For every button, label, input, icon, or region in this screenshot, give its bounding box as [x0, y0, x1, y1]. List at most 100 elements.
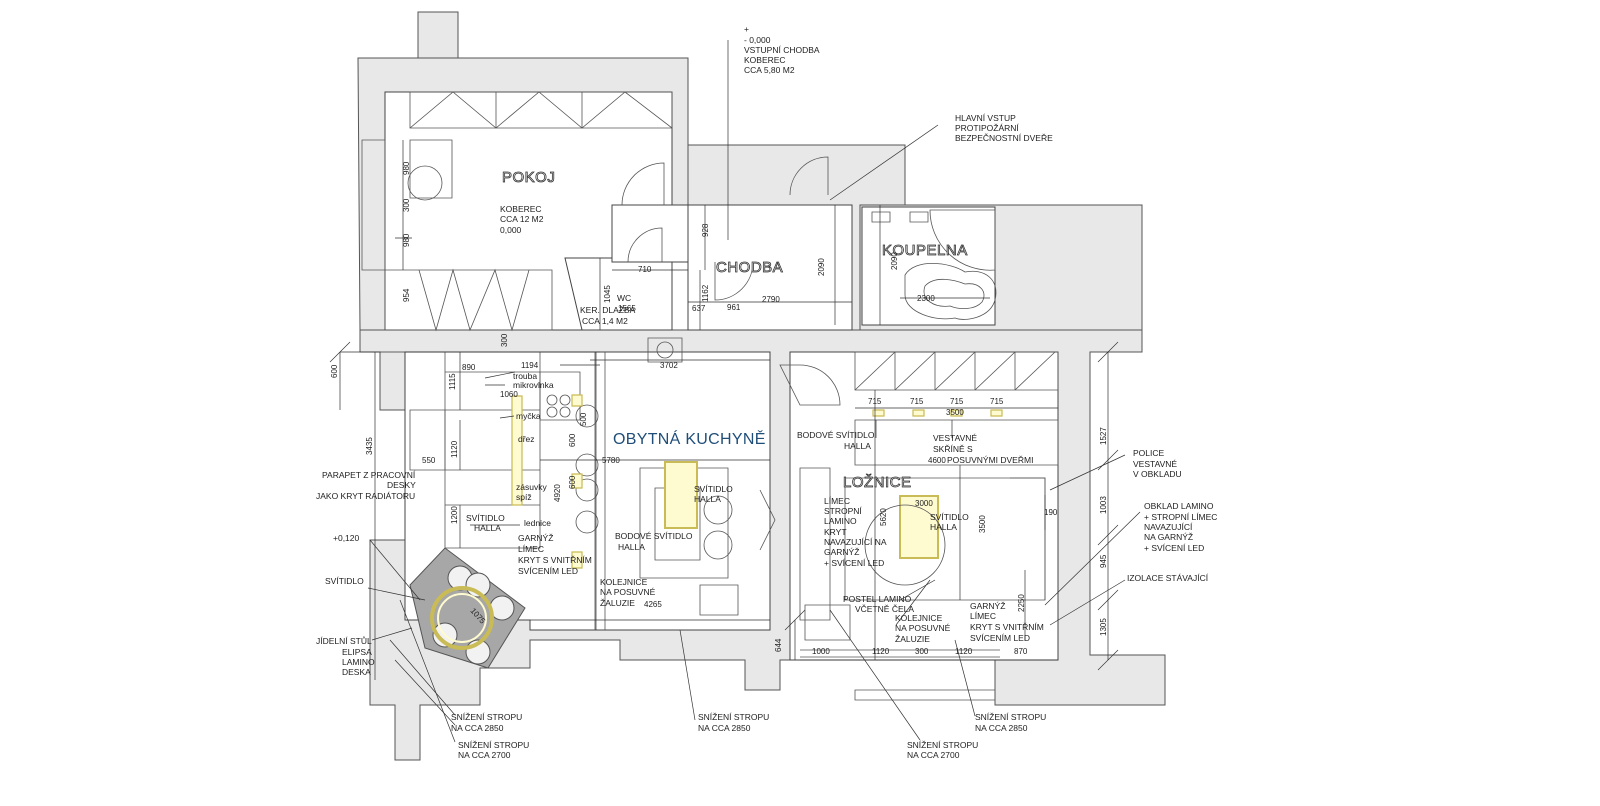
- dim-928: 928: [701, 223, 710, 237]
- bedroom-furniture: [799, 351, 1059, 701]
- dim-1565: 1565: [618, 304, 636, 313]
- note-svitidlo: SVÍTIDLO: [325, 576, 364, 586]
- dim-980b: 980: [402, 233, 411, 247]
- dim-300c: 300: [915, 647, 929, 656]
- dining-table: [409, 547, 526, 669]
- dim-715b: 715: [910, 397, 924, 406]
- dim-4600: 4600: [928, 456, 946, 465]
- dim-945: 945: [1099, 554, 1108, 568]
- note-svitidlo-halla-1: SVÍTIDLO HALLA: [466, 513, 507, 533]
- note-hlavni-vstup: HLAVNÍ VSTUP PROTIPOŽÁRNÍ BEZPEČNOSTNÍ D…: [955, 113, 1053, 143]
- note-wc: WC KER. DLAŽBA CCA 1,4 M2: [580, 293, 637, 326]
- dim-3500a: 3500: [946, 408, 964, 417]
- note-snizeni-1: SNÍŽENÍ STROPU NA CCA 2850: [451, 712, 525, 733]
- note-vstupni-chodba: + - 0,000 VSTUPNÍ CHODBA KOBEREC CCA 5,8…: [744, 24, 821, 75]
- note-police: POLICE VESTAVNÉ V OBKLADU: [1133, 448, 1182, 479]
- dim-1060: 1060: [500, 390, 518, 399]
- dim-600b: 600: [568, 433, 577, 447]
- note-vestavne-skrine: VESTAVNÉ SKŘÍNĚ S POSUVNÝMI DVEŘMI: [933, 433, 1033, 465]
- dim-644: 644: [774, 638, 783, 652]
- dim-1115: 1115: [448, 373, 457, 390]
- dim-2090b: 2090: [890, 252, 899, 270]
- note-zasuvky: zásuvky: [516, 482, 547, 492]
- note-snizeni-3: SNÍŽENÍ STROPU NA CCA 2850: [698, 712, 772, 733]
- dim-715c: 715: [950, 397, 964, 406]
- dim-1305: 1305: [1099, 618, 1108, 636]
- dim-600: 600: [330, 364, 339, 378]
- note-garnyz-1: GARNÝŽ LÍMEC KRYT S VNITŘNÍM SVÍCENÍM LE…: [518, 533, 594, 576]
- note-kolejnice-2: KOLEJNICE NA POSUVNÉ ŽALUZIE: [895, 613, 953, 644]
- note-snizeni-4: SNÍŽENÍ STROPU NA CCA 2700: [907, 740, 981, 760]
- note-lednice: lednice: [524, 518, 551, 528]
- door-swings: [621, 156, 841, 406]
- note-postel: POSTEL LAMINO VČETNĚ ČELA: [843, 594, 914, 614]
- dim-1194: 1194: [521, 361, 539, 370]
- halla-lights: [664, 409, 1003, 559]
- bathroom-fixtures: [647, 209, 997, 363]
- dimension-lines: [329, 140, 1119, 680]
- dim-1120b: 1120: [872, 647, 890, 656]
- dim-5620: 5620: [879, 508, 888, 526]
- note-snizeni-2: SNÍŽENÍ STROPU NA CCA 2700: [458, 740, 532, 760]
- room-names: POKOJ CHODBA KOUPELNA OBYTNÁ KUCHYNĚ LOŽ…: [502, 169, 968, 492]
- dim-1120c: 1120: [955, 647, 973, 656]
- note-svitidlo-halla-2: SVÍTIDLO HALLA: [694, 484, 735, 504]
- note-drez: dřez: [518, 434, 535, 444]
- note-parapet: PARAPET Z PRACOVNÍ DESKY JAKO KRYT RADIÁ…: [316, 470, 418, 501]
- dim-715d: 715: [990, 397, 1004, 406]
- notes: + - 0,000 VSTUPNÍ CHODBA KOBEREC CCA 5,8…: [316, 24, 1220, 760]
- dim-3000: 3000: [915, 499, 933, 508]
- note-mycka: myčka: [516, 411, 541, 421]
- dim-2300: 2300: [917, 294, 935, 303]
- dim-980a: 980: [402, 161, 411, 175]
- dim-1000: 1000: [812, 647, 830, 656]
- dim-890: 890: [462, 363, 476, 372]
- dim-190: 190: [1044, 508, 1058, 517]
- note-mikrovlnka: mikrovlnka: [513, 380, 554, 390]
- leader-lines: [367, 40, 1141, 743]
- dim-600c: 600: [568, 475, 577, 489]
- room-name-obytna-kuchyne: OBYTNÁ KUCHYNĚ: [613, 429, 766, 448]
- note-jidelni-stul: JÍDELNÍ STŮL ELIPSA LAMINO DESKA: [316, 635, 377, 677]
- dim-2090a: 2090: [817, 258, 826, 276]
- dim-1120: 1120: [450, 440, 459, 458]
- pokoj-closets: [361, 91, 673, 332]
- note-obklad: OBKLAD LAMINO + STROPNÍ LÍMEC NAVAZUJÍCÍ…: [1144, 501, 1220, 553]
- note-garnyz-2: GARNÝŽ LÍMEC KRYT S VNITŘNÍM SVÍCENÍM LE…: [970, 601, 1046, 643]
- dim-954: 954: [402, 288, 411, 302]
- dim-1045: 1045: [603, 285, 612, 303]
- note-snizeni-5: SNÍŽENÍ STROPU NA CCA 2850: [975, 712, 1049, 733]
- note-bodove-svitidlo-2: BODOVÉ SVÍTIDLO HALLA: [797, 430, 877, 451]
- dim-5780: 5780: [602, 456, 620, 465]
- room-name-koupelna: KOUPELNA: [882, 242, 968, 259]
- dim-961: 961: [727, 303, 741, 312]
- dim-4920: 4920: [553, 484, 562, 502]
- dim-1003: 1003: [1099, 496, 1108, 514]
- dim-2250: 2250: [1017, 594, 1026, 612]
- dim-715a: 715: [868, 397, 882, 406]
- note-limec: LÍMEC STROPNÍ LAMINO KRYT NAVAZUJÍCÍ NA …: [824, 496, 888, 568]
- room-name-pokoj: POKOJ: [502, 169, 555, 186]
- dim-4265: 4265: [644, 600, 662, 609]
- dim-3702: 3702: [660, 361, 678, 370]
- dim-1527: 1527: [1099, 427, 1108, 445]
- note-koberec-pokoj: KOBEREC CCA 12 M2 0,000: [500, 204, 546, 235]
- dim-3500b: 3500: [978, 515, 987, 533]
- note-kolejnice-1: KOLEJNICE NA POSUVNÉ ŽALUZIE: [600, 577, 658, 608]
- note-plus-0120: +0,120: [333, 533, 360, 543]
- dim-1200: 1200: [450, 506, 459, 524]
- dim-1162: 1162: [701, 284, 710, 302]
- dim-550: 550: [422, 456, 436, 465]
- note-bodove-svitidlo-1: BODOVÉ SVÍTIDLO HALLA: [615, 531, 695, 552]
- room-name-loznice: LOŽNICE: [843, 474, 912, 491]
- dim-710: 710: [638, 265, 652, 274]
- dim-300b: 300: [500, 333, 509, 347]
- note-spiz: spíž: [516, 492, 532, 502]
- dim-870: 870: [1014, 647, 1028, 656]
- kitchen-units: [409, 351, 776, 630]
- note-izolace: IZOLACE STÁVAJÍCÍ: [1127, 573, 1209, 583]
- note-svitidlo-halla-3: SVÍTIDLO HALLA: [930, 512, 971, 532]
- dim-500: 500: [579, 412, 588, 426]
- room-name-chodba: CHODBA: [716, 259, 783, 276]
